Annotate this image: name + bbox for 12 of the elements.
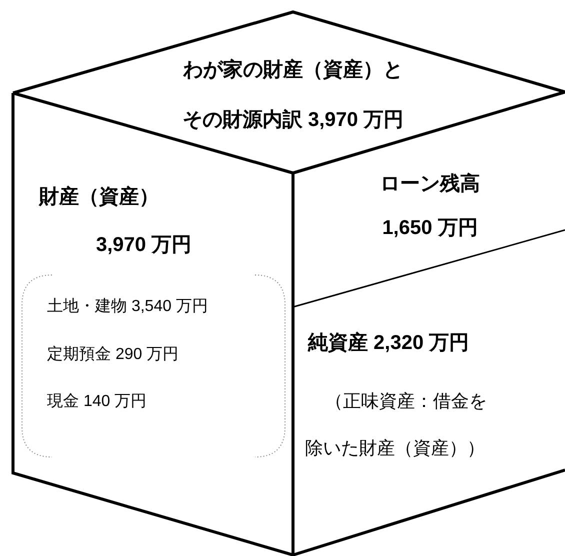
top-face xyxy=(13,12,565,173)
item-text: 定期預金 290 万円 xyxy=(47,345,179,364)
note-text: （正味資産：借金を除いた財産（資産）） xyxy=(305,390,488,460)
title-text: わが家の財産（資産）とその財源内訳 3,970 万円 xyxy=(181,58,405,133)
heading-text: ローン残高 xyxy=(379,172,481,196)
heading-text: 純資産 2,320 万円 xyxy=(308,331,470,355)
amount-text: 3,970 万円 xyxy=(96,233,192,257)
item-text: 土地・建物 3,540 万円 xyxy=(47,297,208,316)
heading-text: 財産（資産） xyxy=(39,185,159,209)
bracket-group xyxy=(22,275,286,458)
item-text: 現金 140 万円 xyxy=(47,392,147,412)
amount-text: 1,650 万円 xyxy=(381,216,479,240)
